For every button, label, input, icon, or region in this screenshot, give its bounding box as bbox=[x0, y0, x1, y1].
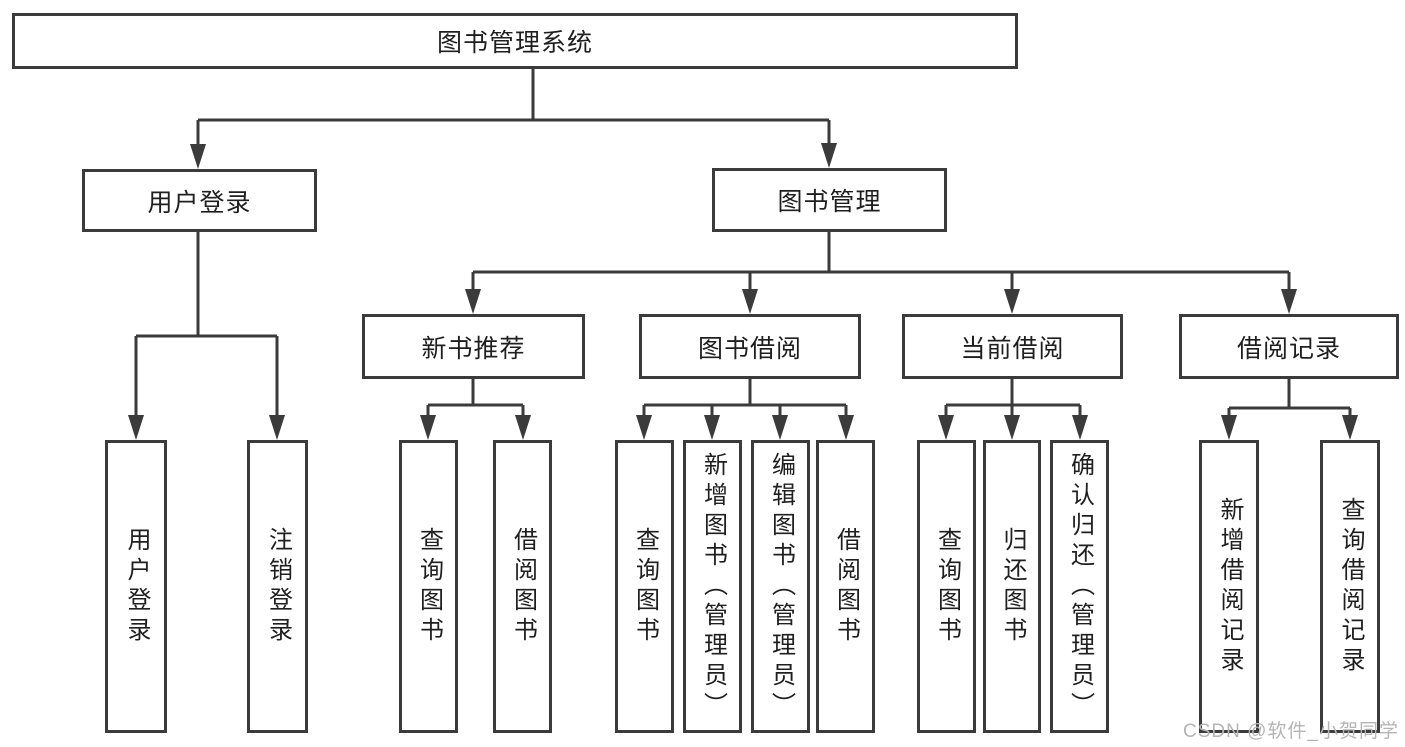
node-user-login: 用户登录 bbox=[82, 169, 317, 232]
leaf-query-books-recommend: 查询图书 bbox=[399, 440, 458, 733]
node-current-borrowing: 当前借阅 bbox=[902, 314, 1123, 379]
arrowhead bbox=[1342, 415, 1358, 440]
arrowheads bbox=[128, 143, 1358, 440]
leaf-add-book-admin: 新增图书（管理员） bbox=[683, 440, 742, 733]
arrowhead bbox=[772, 415, 788, 440]
arrowhead bbox=[821, 143, 837, 168]
leaf-query-borrow-record: 查询借阅记录 bbox=[1320, 440, 1380, 733]
node-library-management-system: 图书管理系统 bbox=[12, 13, 1018, 69]
csdn-watermark: CSDN @软件_小贺同学 bbox=[1183, 721, 1399, 742]
leaf-query-books-current: 查询图书 bbox=[917, 440, 976, 733]
node-book-management: 图书管理 bbox=[712, 168, 947, 232]
leaf-borrow-books: 借阅图书 bbox=[816, 440, 875, 733]
node-book-borrowing: 图书借阅 bbox=[639, 314, 861, 379]
arrowhead bbox=[742, 289, 758, 314]
arrowhead bbox=[636, 415, 652, 440]
connector-lines bbox=[134, 69, 1352, 419]
arrowhead bbox=[465, 289, 481, 314]
node-new-book-recommendation: 新书推荐 bbox=[362, 314, 585, 379]
arrowhead bbox=[1281, 289, 1297, 314]
arrowhead bbox=[269, 415, 285, 440]
arrowhead bbox=[838, 415, 854, 440]
leaf-user-login: 用户登录 bbox=[105, 440, 167, 733]
arrowhead bbox=[420, 415, 436, 440]
arrowhead bbox=[515, 415, 531, 440]
leaf-borrow-books-recommend: 借阅图书 bbox=[493, 440, 552, 733]
leaf-edit-book-admin: 编辑图书（管理员） bbox=[751, 440, 810, 733]
arrowhead bbox=[1004, 415, 1020, 440]
leaf-query-books-borrow: 查询图书 bbox=[615, 440, 674, 733]
node-borrowing-records: 借阅记录 bbox=[1179, 314, 1399, 379]
leaf-confirm-return-admin: 确认归还（管理员） bbox=[1050, 440, 1109, 733]
arrowhead bbox=[938, 415, 954, 440]
arrowhead bbox=[128, 415, 144, 440]
leaf-logout: 注销登录 bbox=[247, 440, 308, 733]
arrowhead bbox=[1221, 415, 1237, 440]
arrowhead bbox=[704, 415, 720, 440]
arrowhead bbox=[1004, 289, 1020, 314]
arrowhead bbox=[1072, 415, 1088, 440]
leaf-return-book: 归还图书 bbox=[983, 440, 1041, 733]
arrowhead bbox=[190, 144, 206, 169]
leaf-add-borrow-record: 新增借阅记录 bbox=[1199, 440, 1259, 733]
